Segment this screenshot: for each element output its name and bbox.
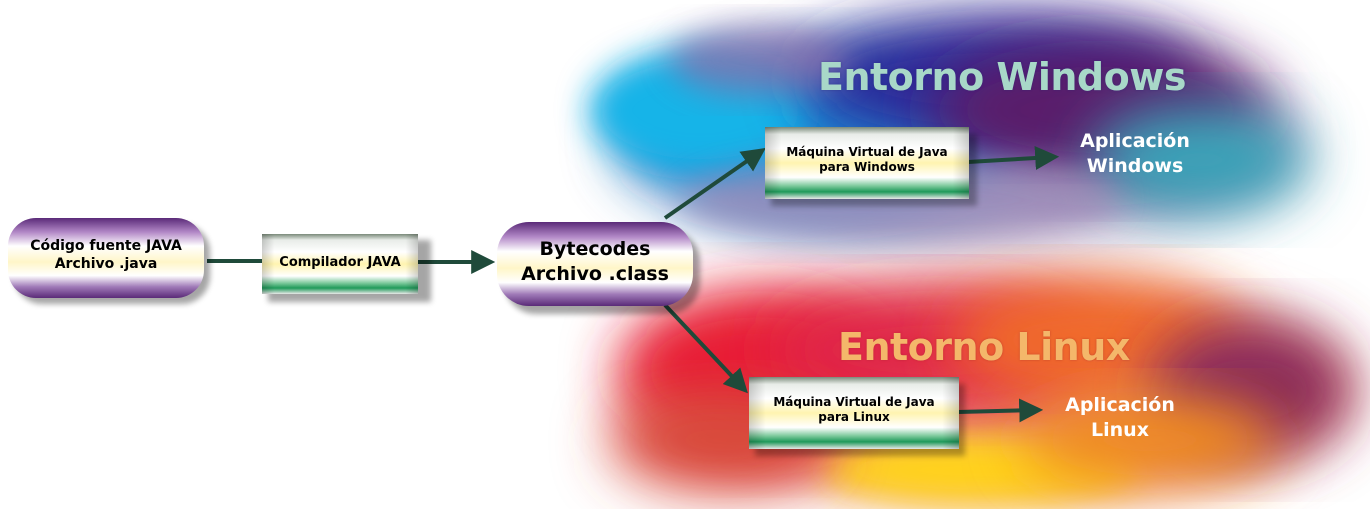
arrow-windows-vm-to-app [967, 146, 1060, 170]
linux-environment-title: Entorno Linux [838, 325, 1130, 369]
bytecodes-node [497, 222, 700, 314]
source-code-node [8, 218, 210, 304]
linux-vm-node [749, 377, 965, 456]
compiler-node [262, 234, 431, 302]
windows-app-line2: Windows [1086, 154, 1184, 177]
source-code-line1: Código fuente JAVA [30, 238, 182, 254]
arrow-bytecodes-to-windows-vm [663, 147, 766, 220]
arrow-linux-vm-to-app [957, 398, 1044, 423]
linux-cloud [610, 280, 1350, 505]
windows-vm-line1: Máquina Virtual de Java [786, 145, 948, 159]
linux-vm-label: Máquina Virtual de Java para Linux [749, 395, 959, 425]
linux-app-line2: Linux [1091, 418, 1149, 441]
windows-app-line1: Aplicación [1080, 130, 1190, 152]
windows-vm-label: Máquina Virtual de Java para Windows [765, 145, 969, 175]
bytecodes-line2: Archivo .class [521, 262, 669, 285]
windows-environment-title: Entorno Windows [818, 55, 1186, 99]
source-code-line2: Archivo .java [54, 255, 158, 272]
windows-vm-line2: para Windows [819, 160, 915, 174]
linux-vm-line1: Máquina Virtual de Java [773, 395, 935, 409]
arrow-bytecodes-to-linux-vm [663, 303, 748, 394]
bytecodes-label: Bytecodes Archivo .class [497, 237, 693, 286]
source-code-label: Código fuente JAVA Archivo .java [8, 238, 204, 273]
connectors [207, 146, 1060, 423]
linux-application-label: Aplicación Linux [1040, 393, 1200, 442]
bytecodes-line1: Bytecodes [539, 238, 651, 260]
windows-application-label: Aplicación Windows [1055, 129, 1215, 178]
linux-vm-line2: para Linux [818, 410, 890, 424]
windows-vm-node [765, 127, 977, 206]
compiler-label: Compilador JAVA [279, 255, 401, 270]
linux-app-line1: Aplicación [1065, 394, 1175, 416]
